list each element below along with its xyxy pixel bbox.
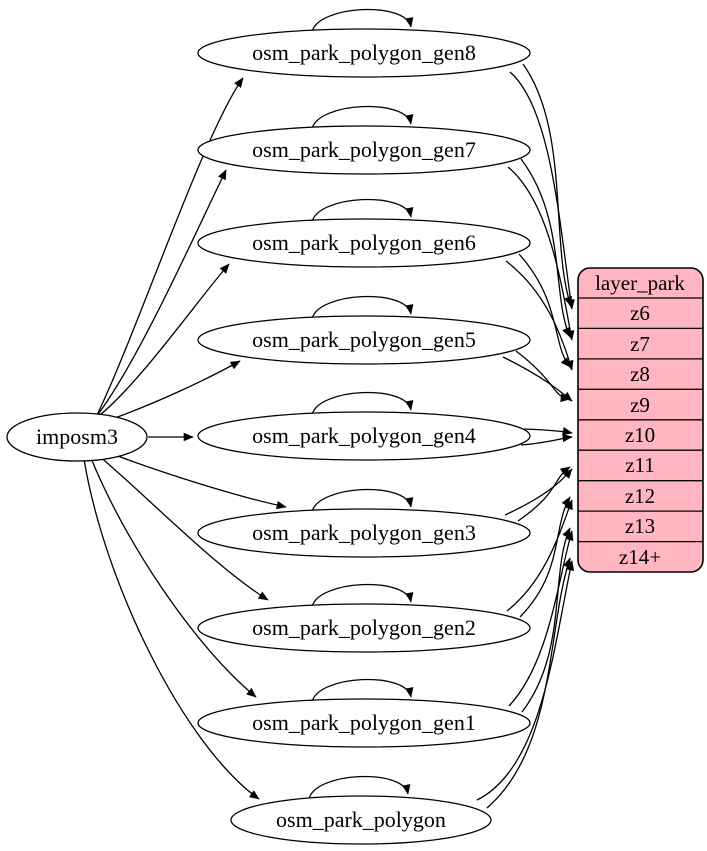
self-loop-gen7	[311, 105, 414, 130]
node-osm-park-polygon-gen4: osm_park_polygon_gen4	[197, 411, 531, 461]
gen5-ellipse	[197, 315, 531, 365]
self-loop-gen2	[311, 583, 414, 608]
self-loop-gen5	[311, 295, 414, 320]
edge-gen8-to-z6-b	[522, 63, 572, 307]
node-osm-park-polygon-gen8: osm_park_polygon_gen8	[197, 28, 531, 78]
gen3-ellipse	[197, 508, 531, 558]
edge-gen3-to-z11-b	[517, 466, 571, 522]
edge-gen1-to-z13-b	[521, 527, 571, 713]
node-osm-park-polygon-gen1: osm_park_polygon_gen1	[197, 698, 531, 748]
node-osm-park-polygon-gen3: osm_park_polygon_gen3	[197, 508, 531, 558]
layer-row-z6: z6	[630, 301, 650, 325]
edge-gen2-to-z12-b	[519, 496, 571, 618]
node-osm-park-polygon-gen7: osm_park_polygon_gen7	[197, 125, 531, 175]
edge-imposm3-to-polygon	[83, 458, 260, 800]
self-loop-group	[308, 8, 414, 800]
gen2-label: osm_park_polygon_gen2	[252, 615, 476, 640]
imposm3-ellipse	[6, 412, 148, 462]
edge-gen5-to-z9-b	[515, 350, 571, 403]
gen4-label: osm_park_polygon_gen4	[252, 423, 476, 448]
edge-gen1-to-z13-a	[508, 530, 574, 707]
self-loop-gen4	[311, 391, 414, 416]
gen6-label: osm_park_polygon_gen6	[252, 230, 476, 255]
edge-gen7-to-z7-b	[520, 158, 571, 338]
edge-imposm3-to-gen6	[94, 263, 230, 420]
layer-row-z13: z13	[625, 514, 655, 538]
edge-polygon-to-z14-b	[486, 557, 572, 809]
self-loop-polygon	[308, 775, 411, 800]
layer-row-z10: z10	[625, 423, 655, 447]
layer-table-title: layer_park	[595, 271, 685, 295]
layer-row-z9: z9	[630, 393, 650, 417]
layer-row-z7: z7	[630, 332, 650, 356]
edge-gen6-to-z8-b	[518, 253, 571, 368]
self-loop-gen6	[311, 198, 414, 223]
layer-row-z12: z12	[625, 484, 655, 508]
edge-imposm3-to-gen8	[96, 77, 244, 416]
edge-gen4-to-z10-a	[523, 427, 573, 436]
edge-group-feeds	[476, 63, 575, 809]
gen3-label: osm_park_polygon_gen3	[252, 520, 476, 545]
edge-gen8-to-z6-a	[509, 71, 575, 310]
gen5-label: osm_park_polygon_gen5	[252, 327, 476, 352]
gen6-ellipse	[197, 218, 531, 268]
layer-row-z8: z8	[630, 362, 650, 386]
gen1-label: osm_park_polygon_gen1	[252, 710, 476, 735]
node-imposm3: imposm3	[6, 412, 148, 462]
node-osm-park-polygon-gen5: osm_park_polygon_gen5	[197, 315, 531, 365]
layer-row-z14: z14+	[619, 545, 661, 569]
edge-gen4-to-z10-b	[520, 433, 573, 446]
edge-imposm3-to-gen5	[100, 360, 241, 424]
polygon-label: osm_park_polygon	[276, 807, 446, 832]
gen8-label: osm_park_polygon_gen8	[252, 40, 476, 65]
gen7-ellipse	[197, 125, 531, 175]
self-loop-gen3	[311, 488, 414, 513]
gen1-ellipse	[197, 698, 531, 748]
layer-park-table: layer_park z6 z7 z8 z9 z10 z11 z12 z13 z…	[577, 267, 704, 573]
gen4-ellipse	[197, 411, 531, 461]
edge-imposm3-to-gen1	[90, 457, 257, 698]
layer-row-z11: z11	[625, 453, 655, 477]
self-loop-gen1	[311, 678, 414, 703]
self-loop-gen8	[311, 8, 414, 33]
edge-imposm3-to-gen7	[95, 169, 227, 418]
node-osm-park-polygon-gen6: osm_park_polygon_gen6	[197, 218, 531, 268]
edge-gen2-to-z12-a	[506, 499, 573, 612]
imposm3-label: imposm3	[36, 424, 118, 449]
polygon-ellipse	[230, 795, 492, 845]
edge-polygon-to-z14-a	[476, 560, 575, 801]
edge-imposm3-to-gen3	[106, 451, 287, 510]
edge-group-source	[83, 77, 287, 800]
node-osm-park-polygon-gen2: osm_park_polygon_gen2	[197, 603, 531, 653]
node-osm-park-polygon: osm_park_polygon	[230, 795, 492, 845]
edge-gen7-to-z7-a	[507, 166, 575, 341]
gen7-label: osm_park_polygon_gen7	[252, 137, 476, 162]
gen8-ellipse	[197, 28, 531, 78]
edge-imposm3-to-gen2	[97, 454, 269, 601]
gen2-ellipse	[197, 603, 531, 653]
